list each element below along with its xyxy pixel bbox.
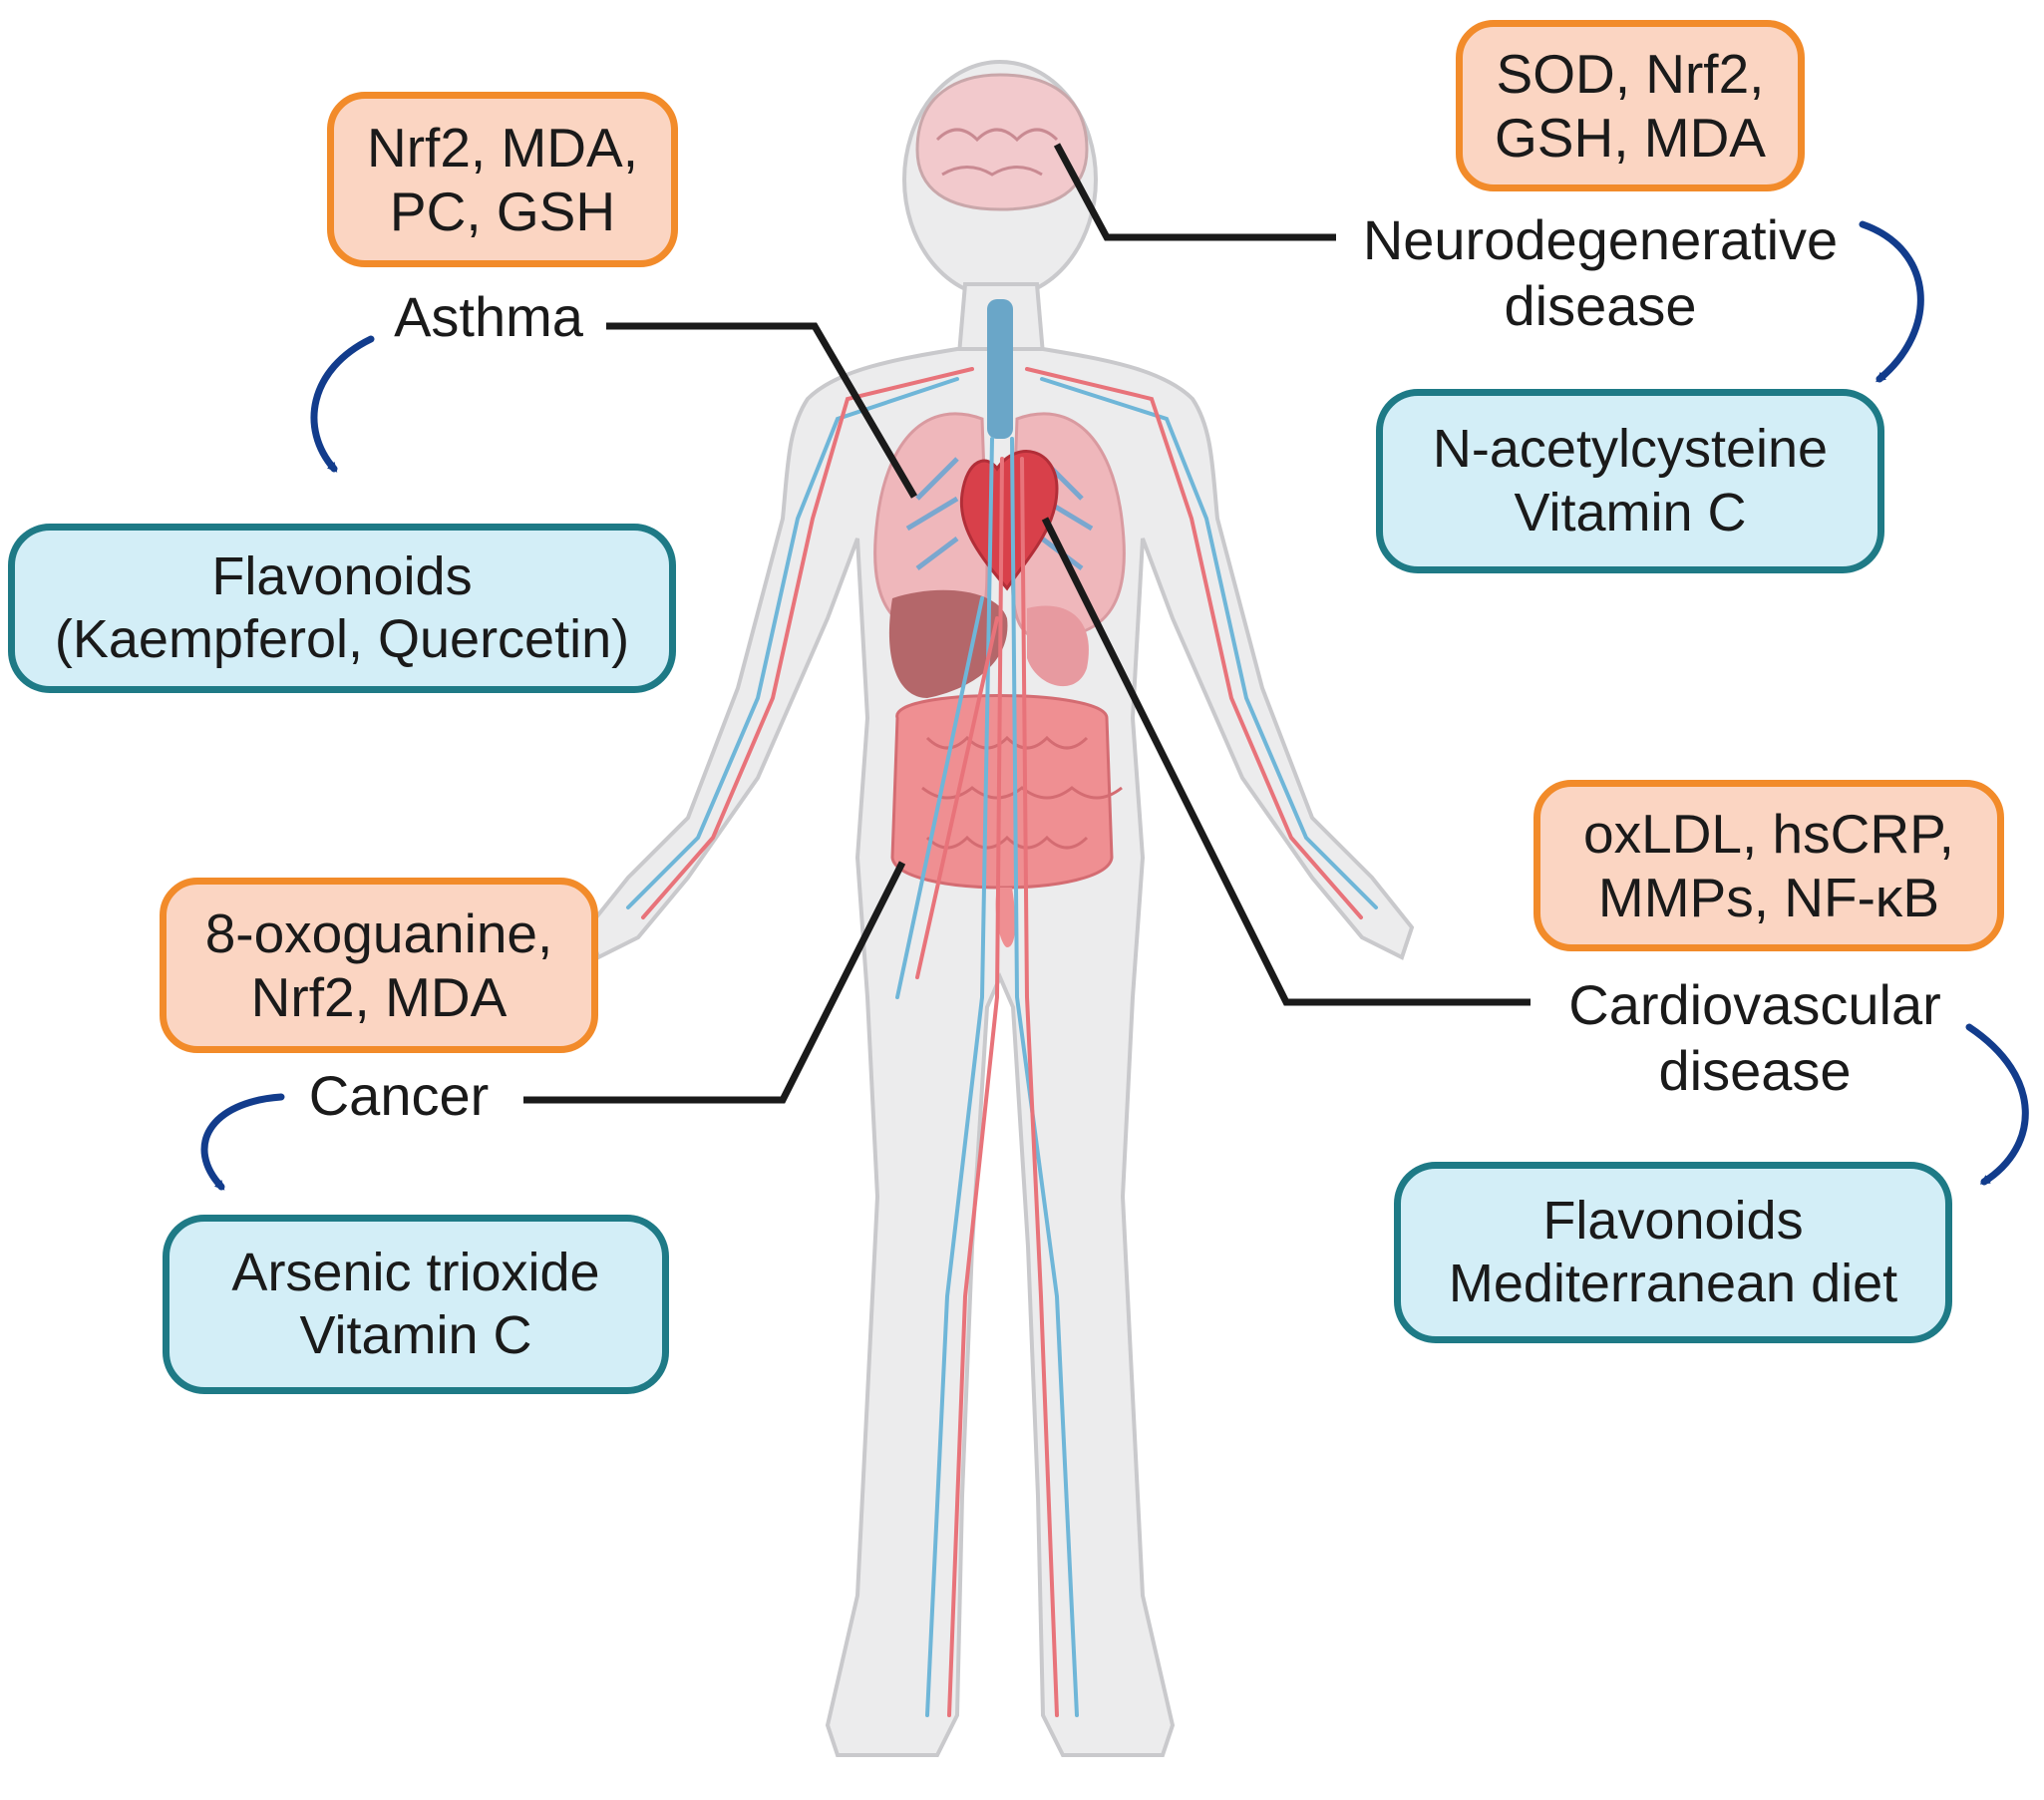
neuro-label: Neurodegenerative disease [1362, 208, 1839, 337]
neuro-treatment-line-1: N-acetylcysteine [1432, 419, 1829, 480]
heart-icon [959, 450, 1059, 591]
cancer-treatment-box: Arsenic trioxide Vitamin C [163, 1215, 669, 1394]
curved-arrow-icon [310, 335, 375, 473]
cancer-label: Cancer [308, 1064, 490, 1127]
cardio-markers-box: oxLDL, hsCRP, MMPs, NF-κB [1533, 780, 2004, 951]
asthma-markers-box: Nrf2, MDA, PC, GSH [327, 92, 678, 267]
cardio-leader-line [1041, 517, 1531, 1006]
curved-arrow-icon [1859, 220, 1924, 383]
neuro-marker-line-1: SOD, Nrf2, [1496, 42, 1765, 105]
asthma-treatment-line-1: Flavonoids [211, 545, 473, 606]
cancer-markers-box: 8-oxoguanine, Nrf2, MDA [160, 878, 598, 1053]
cancer-treatment-line-2: Vitamin C [299, 1305, 532, 1365]
neuro-marker-line-2: GSH, MDA [1495, 107, 1766, 169]
cardio-label: Cardiovascular disease [1568, 973, 1941, 1102]
cardio-treatment-line-2: Mediterranean diet [1448, 1254, 1898, 1313]
cancer-leader-line [523, 861, 906, 1104]
cardio-treatment-box: Flavonoids Mediterranean diet [1394, 1162, 1952, 1343]
asthma-marker-line-2: PC, GSH [389, 180, 616, 242]
asthma-treatment-box: Flavonoids (Kaempferol, Quercetin) [8, 524, 676, 693]
curved-arrow-icon [1965, 1023, 2029, 1186]
asthma-label: Asthma [394, 285, 583, 348]
cardio-marker-line-1: oxLDL, hsCRP, [1583, 802, 1954, 865]
cancer-marker-line-2: Nrf2, MDA [250, 966, 508, 1028]
blood-vessels [626, 367, 1378, 1717]
neuro-markers-box: SOD, Nrf2, GSH, MDA [1456, 20, 1805, 191]
neuro-treatment-line-2: Vitamin C [1514, 482, 1747, 542]
asthma-marker-line-1: Nrf2, MDA, [367, 116, 638, 179]
cancer-treatment-line-1: Arsenic trioxide [231, 1242, 600, 1302]
cardio-marker-line-2: MMPs, NF-κB [1597, 867, 1940, 928]
cancer-marker-line-1: 8-oxoguanine, [204, 901, 553, 964]
cardio-treatment-line-1: Flavonoids [1542, 1190, 1804, 1251]
neuro-treatment-box: N-acetylcysteine Vitamin C [1376, 389, 1884, 573]
stomach-icon [1027, 605, 1089, 687]
asthma-treatment-line-2: (Kaempferol, Quercetin) [54, 609, 630, 669]
neuro-leader-line [1053, 143, 1336, 241]
curved-arrow-icon [200, 1093, 285, 1191]
brain-icon [915, 73, 1089, 211]
asthma-leader-line [606, 322, 918, 499]
leader-lines [523, 143, 1531, 1104]
trachea-icon [987, 299, 1013, 439]
